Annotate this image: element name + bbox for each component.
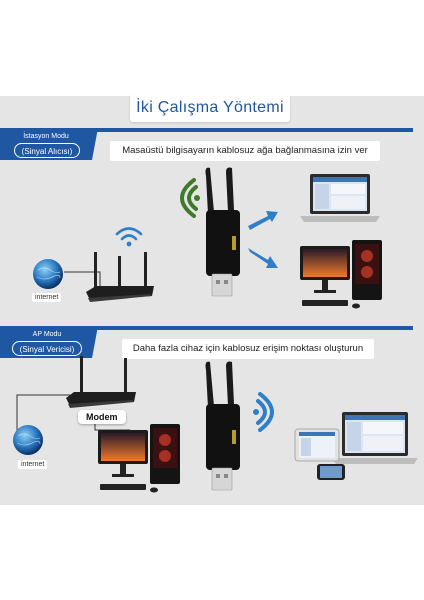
station-internet-label: internet: [32, 293, 62, 302]
ap-internet-label: internet: [18, 460, 48, 469]
tablet-icon: [294, 428, 340, 462]
ap-mode-stripe: [0, 326, 413, 330]
wifi-signal-icon: [253, 392, 274, 432]
station-mode-stripe: [0, 128, 413, 132]
ap-mode-pill: (Sinyal Vericisi): [12, 341, 82, 356]
usb-adapter-icon: [205, 361, 240, 491]
ap-mode-tag: AP Modu: [32, 331, 62, 338]
laptop-icon: [300, 174, 380, 222]
router-icon: [86, 252, 154, 302]
page-title: İki Çalışma Yöntemi: [130, 94, 290, 122]
usb-adapter-icon: [205, 167, 240, 297]
arrow-icon: [248, 248, 278, 268]
wifi-signal-icon: [180, 178, 200, 218]
wifi-signal-icon: [115, 227, 143, 247]
modem-label: Modem: [78, 410, 126, 424]
desktop-pc-icon: [300, 240, 382, 309]
router-icon: [66, 356, 136, 408]
laptop-icon: [332, 412, 418, 464]
ap-mode-caption: Daha fazla cihaz için kablosuz erişim no…: [122, 339, 374, 359]
globe-icon: [33, 259, 63, 289]
arrow-icon: [248, 211, 278, 230]
phone-icon: [317, 464, 345, 480]
desktop-pc-icon: [98, 424, 180, 493]
station-mode-pill: (Sinyal Alıcısı): [14, 143, 80, 158]
station-mode-tag: İstasyon Modu: [23, 133, 69, 140]
station-mode-caption: Masaüstü bilgisayarın kablosuz ağa bağla…: [110, 141, 380, 161]
globe-icon: [13, 425, 43, 455]
